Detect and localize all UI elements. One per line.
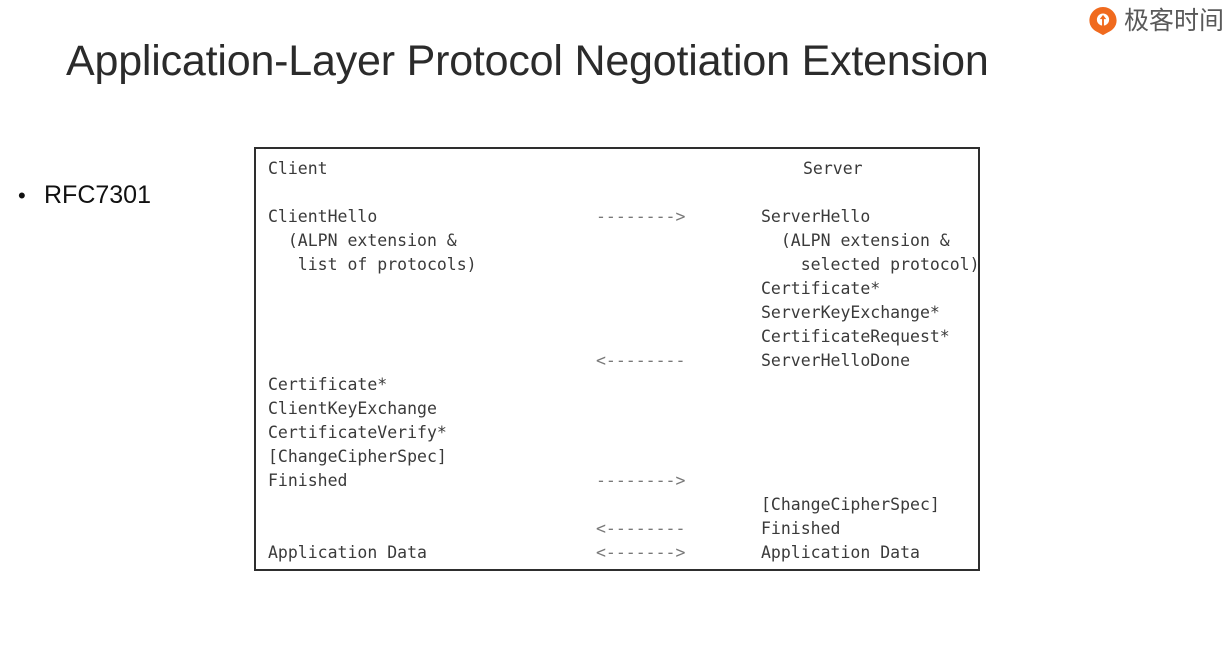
- diagram-line: Application Data: [268, 543, 427, 562]
- diagram-line: -------->: [596, 207, 686, 226]
- diagram-line: [268, 301, 477, 325]
- diagram-line: <--------: [596, 519, 686, 538]
- page-title: Application-Layer Protocol Negotiation E…: [66, 37, 989, 85]
- diagram-content: Client Server ClientHello (ALPN extensio…: [256, 149, 978, 569]
- diagram-line: ServerKeyExchange*: [761, 303, 940, 322]
- diagram-line: [ChangeCipherSpec]: [268, 447, 447, 466]
- diagram-line: -------->: [596, 471, 686, 490]
- diagram-line: [596, 493, 685, 517]
- diagram-line: [596, 445, 685, 469]
- diagram-line: [268, 325, 477, 349]
- diagram-line: [596, 277, 685, 301]
- diagram-header-server: Server: [803, 159, 863, 178]
- diagram-line: [596, 229, 685, 253]
- diagram-line: [596, 421, 685, 445]
- bullet-list: • RFC7301: [18, 178, 238, 213]
- diagram-line: ClientKeyExchange: [268, 399, 437, 418]
- diagram-line: Certificate*: [268, 375, 388, 394]
- diagram-line: [ChangeCipherSpec]: [761, 495, 940, 514]
- bullet-item-label: RFC7301: [44, 181, 151, 209]
- diagram-line: Certificate*: [761, 279, 881, 298]
- diagram-line: [268, 517, 477, 541]
- diagram-line: [761, 421, 978, 445]
- diagram-column-arrows: --------> <-------- --------> <-------- <…: [596, 181, 685, 565]
- list-item: • RFC7301: [18, 178, 238, 213]
- diagram-line: [596, 373, 685, 397]
- diagram-column-client: ClientHello (ALPN extension & list of pr…: [268, 181, 477, 565]
- diagram-line: (ALPN extension &: [761, 231, 950, 250]
- diagram-line: ServerHelloDone: [761, 351, 911, 370]
- diagram-line: [761, 469, 978, 493]
- diagram-line: (ALPN extension &: [268, 231, 457, 250]
- diagram-line: selected protocol): [761, 255, 980, 274]
- diagram-line: [761, 445, 978, 469]
- diagram-line: CertificateVerify*: [268, 423, 447, 442]
- diagram-line: [596, 397, 685, 421]
- diagram-line: [596, 301, 685, 325]
- diagram-line: CertificateRequest*: [761, 327, 950, 346]
- diagram-line: ServerHello: [761, 207, 871, 226]
- diagram-column-server: ServerHello (ALPN extension & selected p…: [761, 181, 980, 565]
- brand-name: 极客时间: [1123, 6, 1224, 35]
- diagram-line: list of protocols): [268, 255, 477, 274]
- diagram-line: [761, 373, 978, 397]
- diagram-line: [596, 253, 685, 277]
- diagram-line: Finished: [268, 471, 348, 490]
- diagram-header-client: Client: [268, 159, 328, 178]
- alpn-handshake-diagram: Client Server ClientHello (ALPN extensio…: [254, 147, 980, 571]
- geektime-drop-icon: [1089, 6, 1117, 36]
- diagram-line: [268, 349, 477, 373]
- diagram-line: [268, 277, 477, 301]
- diagram-line: Finished: [761, 519, 841, 538]
- diagram-line: [596, 325, 685, 349]
- bullet-point-icon: •: [18, 183, 26, 208]
- diagram-line: [596, 181, 685, 205]
- diagram-line: [268, 181, 477, 205]
- diagram-line: <--------: [596, 351, 686, 370]
- diagram-line: <------->: [596, 543, 686, 562]
- diagram-line: Application Data: [761, 543, 920, 562]
- diagram-line: ClientHello: [268, 207, 378, 226]
- diagram-line: [761, 397, 978, 421]
- diagram-line: [268, 493, 477, 517]
- brand-logo: 极客时间: [1088, 6, 1224, 36]
- diagram-line: [761, 181, 978, 205]
